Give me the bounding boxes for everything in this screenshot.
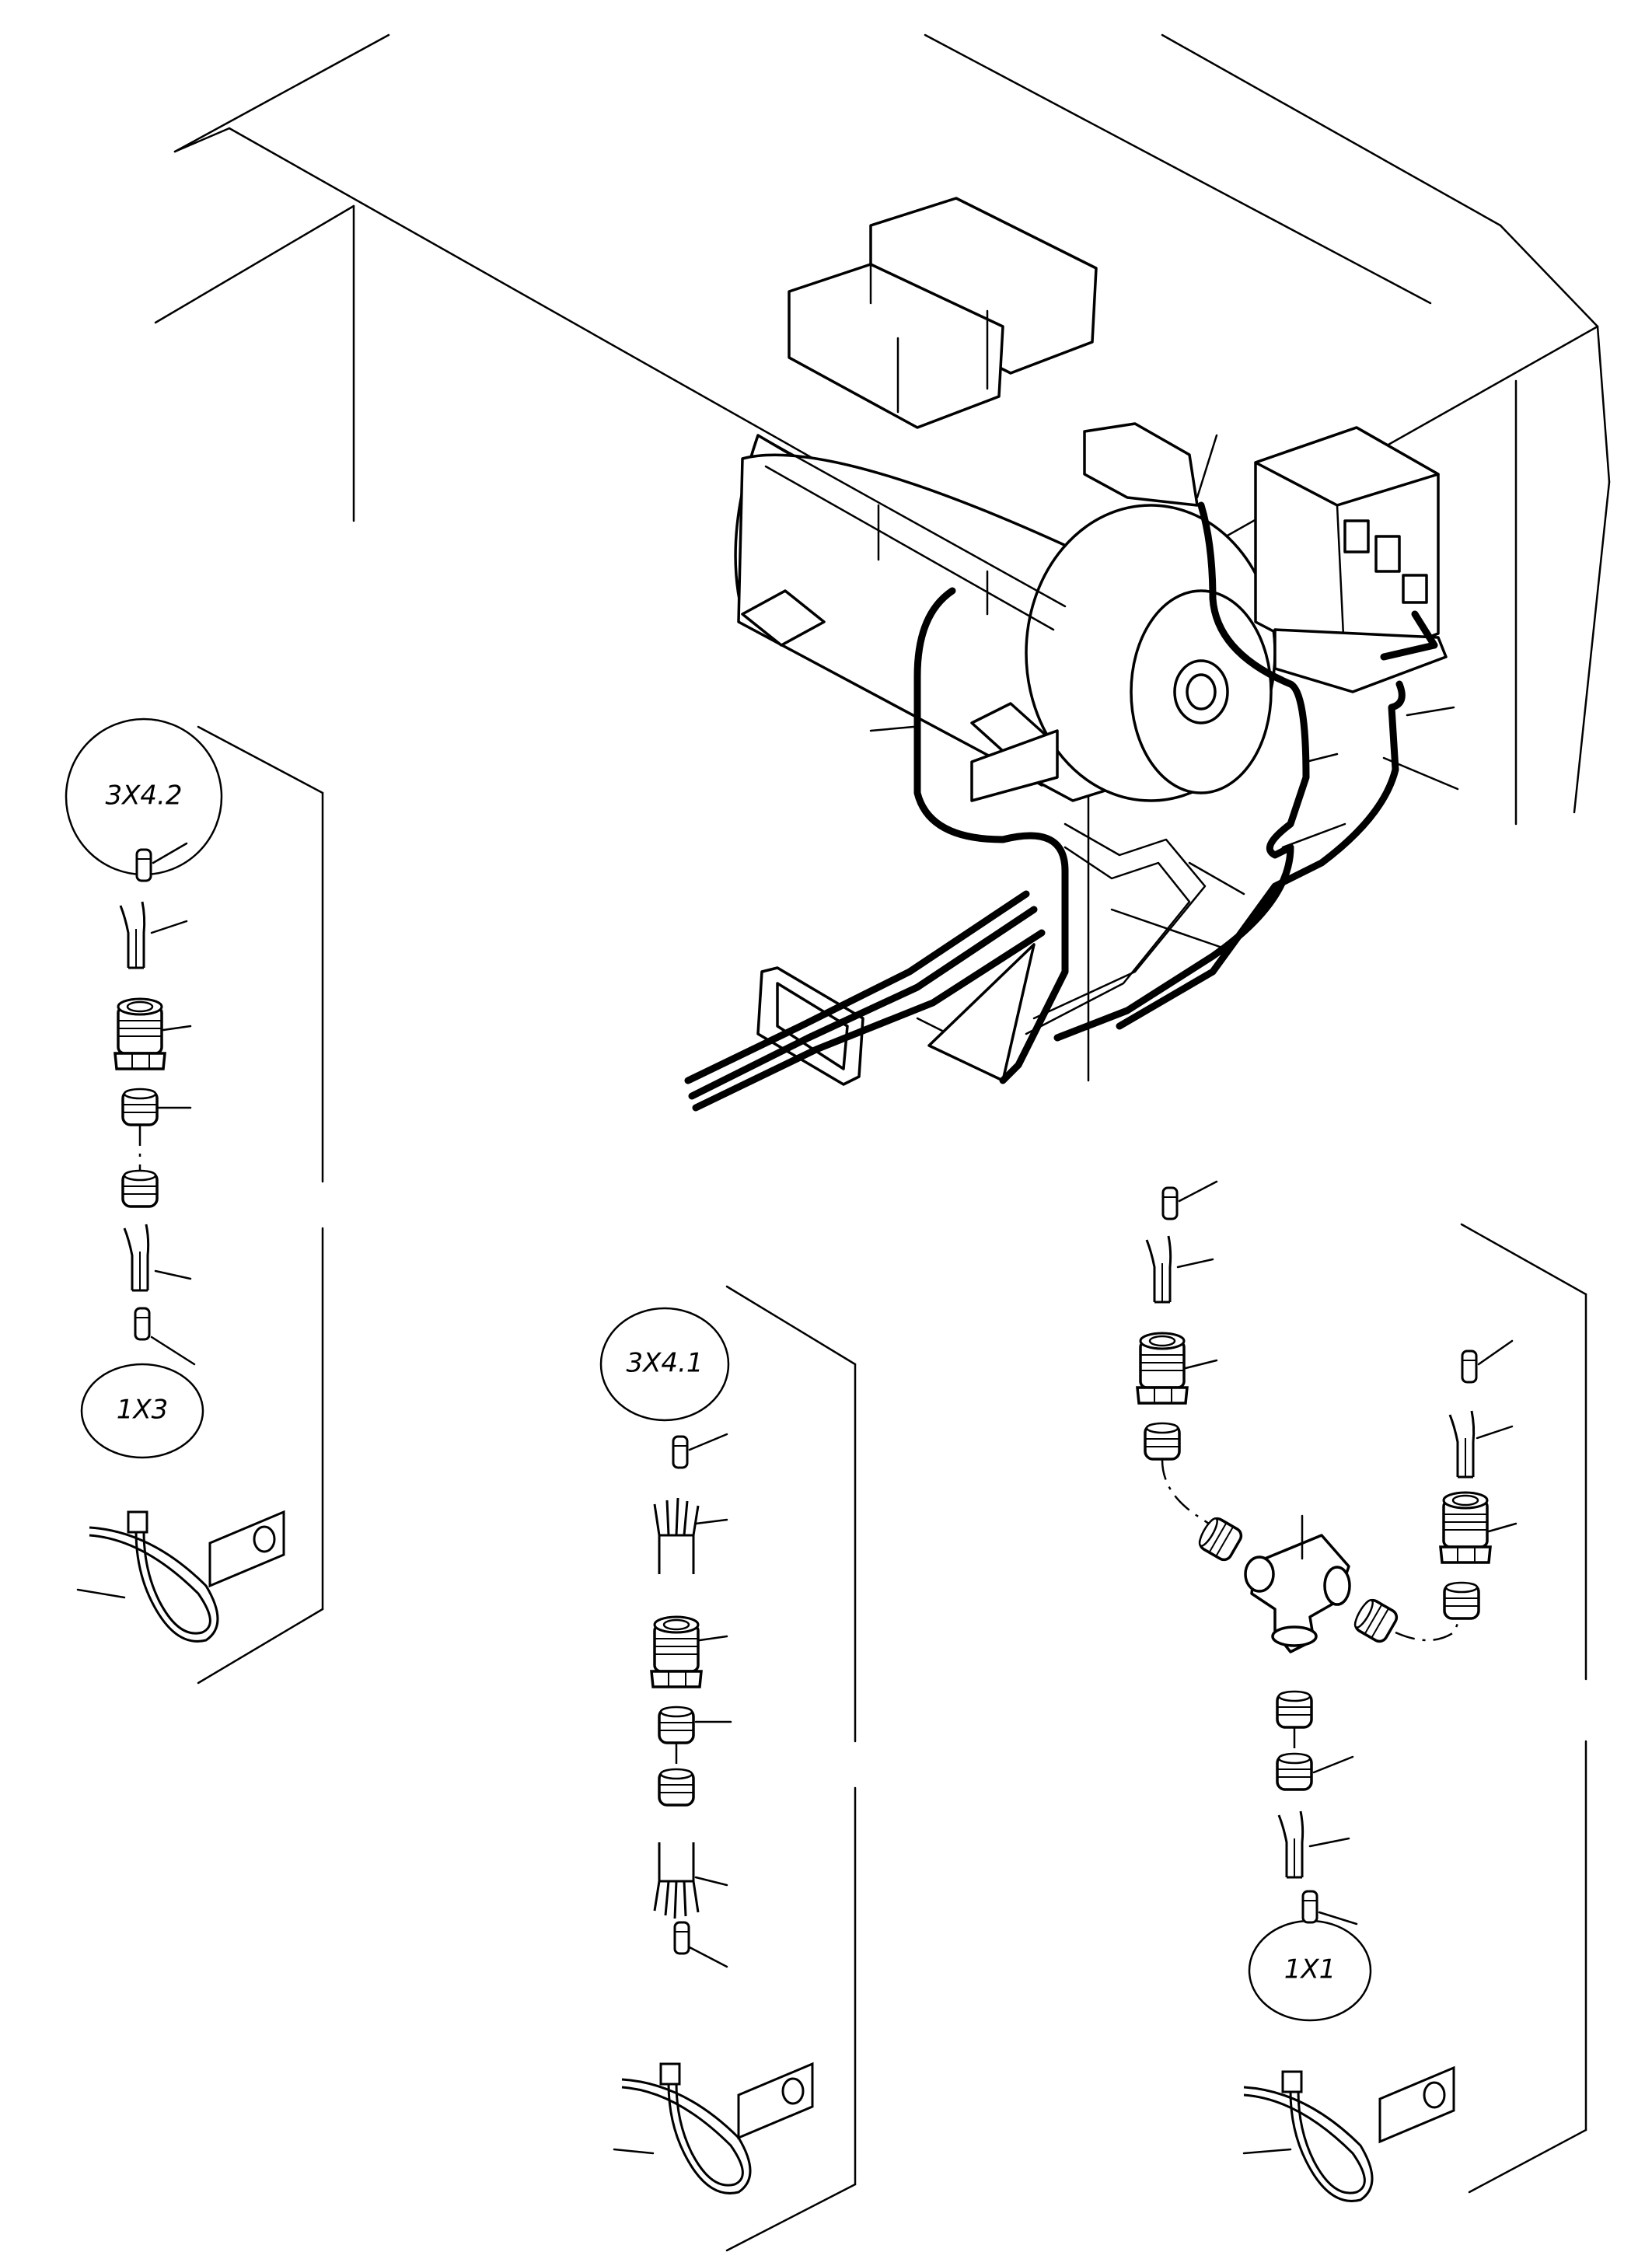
callout-3x4-2: 3X4.2 bbox=[65, 718, 223, 876]
cable-tray bbox=[756, 752, 1459, 1086]
panel-outline-middle bbox=[725, 1285, 857, 2252]
leaders-middle bbox=[613, 1433, 732, 2155]
components-right bbox=[1136, 1186, 1492, 2202]
components-left bbox=[88, 848, 285, 1643]
motor bbox=[734, 197, 1277, 802]
panel-outline-right bbox=[1460, 1223, 1587, 2194]
callout-3x4-1: 3X4.1 bbox=[599, 1307, 730, 1422]
leaders-right bbox=[1176, 1180, 1518, 2155]
control-cabinet bbox=[1254, 426, 1448, 693]
components-middle bbox=[620, 1435, 814, 2194]
leaders-left bbox=[76, 842, 196, 1599]
callout-label-3x4-2: 3X4.2 bbox=[106, 780, 183, 812]
callout-label-3x4-1: 3X4.1 bbox=[627, 1348, 704, 1379]
t-connector bbox=[1244, 1514, 1351, 1653]
cable-leader-lines bbox=[869, 434, 1455, 732]
callout-label-1x3: 1X3 bbox=[117, 1395, 169, 1426]
power-cables bbox=[684, 501, 1438, 1112]
callout-1x3: 1X3 bbox=[80, 1363, 204, 1459]
callout-label-1x1: 1X1 bbox=[1284, 1954, 1336, 1985]
panel-outline-left bbox=[197, 725, 324, 1685]
callout-1x1: 1X1 bbox=[1248, 1919, 1372, 2022]
